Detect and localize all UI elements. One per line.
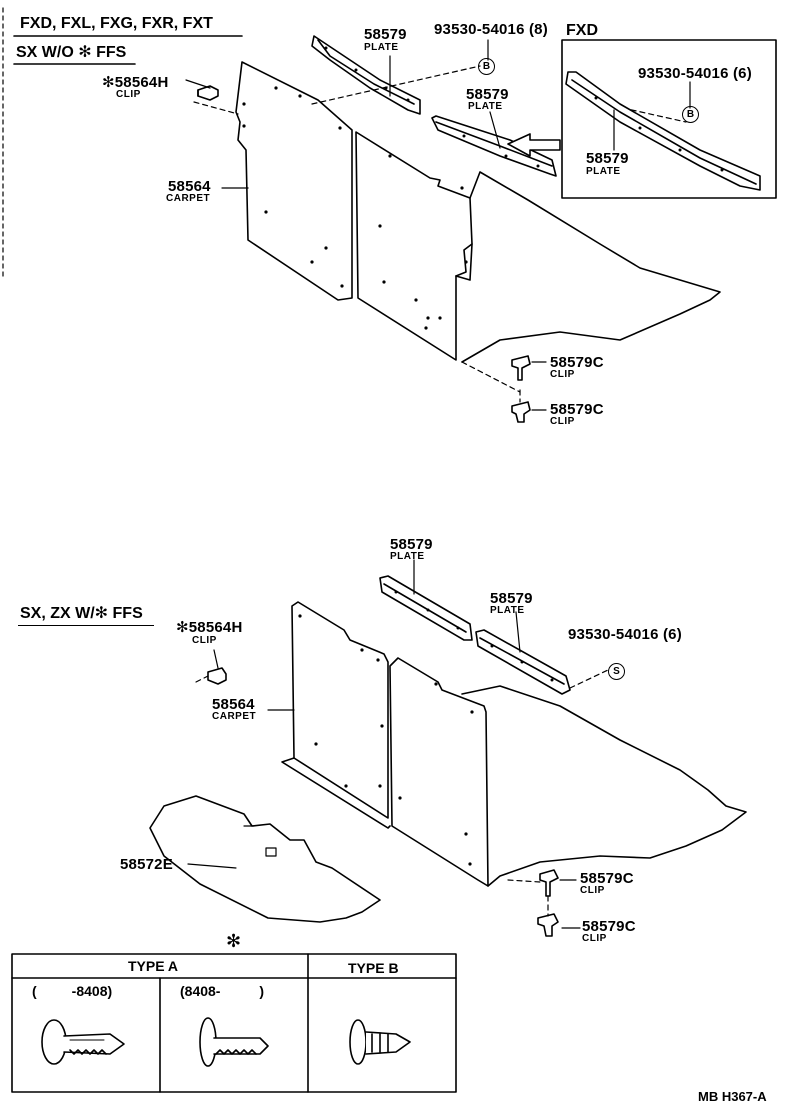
top-carpet-left-panel: [235, 61, 353, 301]
top-clip-c-parts: [511, 355, 531, 423]
top-clip-c1-number: 58579C: [550, 354, 604, 371]
top-carpet-number: 58564: [168, 178, 211, 195]
legend-mark: ✻: [226, 931, 242, 951]
drawing-code: MB H367-A: [698, 1089, 767, 1104]
top-plate-a-name: PLATE: [364, 42, 399, 53]
bottom-plate-a: [379, 575, 473, 641]
inset-screw-symbol: B: [682, 106, 699, 123]
fxd-inset-title: FXD: [566, 22, 598, 39]
bottom-carpet-number: 58564: [212, 696, 255, 713]
legend-range-1: ( -8408): [32, 983, 113, 999]
top-plate-a-number: 58579: [364, 26, 407, 43]
top-clip-h-name: CLIP: [116, 89, 141, 100]
bottom-carpet-right-panel: [389, 657, 489, 887]
bottom-variant-header: SX, ZX W/✻ FFS: [20, 605, 143, 622]
bottom-clip-c1-name: CLIP: [580, 885, 605, 896]
top-clip-c1-name: CLIP: [550, 369, 575, 380]
top-clip-h-part: [197, 85, 219, 101]
bottom-mat-number: 58572E: [120, 856, 173, 873]
bottom-clip-h-part: [207, 667, 227, 685]
arrow-to-inset: [507, 133, 561, 157]
bottom-clip-c2-name: CLIP: [582, 933, 607, 944]
top-screw-symbol: B: [478, 58, 495, 75]
legend-type-b: TYPE B: [348, 960, 399, 976]
clip-type-a-old-drawing: [41, 1019, 125, 1065]
top-carpet-assembly: [235, 61, 721, 363]
inset-plate-name: PLATE: [586, 166, 621, 177]
top-variant-header: SX W/O ✻ FFS: [16, 44, 127, 61]
top-clip-h-number: ✻58564H: [102, 74, 169, 91]
top-clip-c2-name: CLIP: [550, 416, 575, 427]
bottom-plate-b-number: 58579: [490, 590, 533, 607]
inset-plate-part: [565, 71, 761, 191]
bottom-clip-c1-number: 58579C: [580, 870, 634, 887]
bottom-carpet-left-panel: [291, 601, 389, 819]
top-plate-b-number: 58579: [466, 86, 509, 103]
fxd-inset-box: [561, 39, 777, 199]
top-clip-c2-number: 58579C: [550, 401, 604, 418]
bottom-plate-b: [475, 629, 571, 695]
top-screw-number: 93530-54016 (8): [434, 21, 548, 38]
top-models-header: FXD, FXL, FXG, FXR, FXT: [20, 15, 213, 32]
bottom-mat-part: [149, 795, 381, 923]
top-carpet-name: CARPET: [166, 193, 211, 204]
bottom-carpet-assembly: [281, 601, 747, 887]
bottom-clip-c-parts: [537, 869, 559, 937]
bottom-plate-a-number: 58579: [390, 536, 433, 553]
bottom-plate-a-name: PLATE: [390, 551, 425, 562]
inset-plate-number: 58579: [586, 150, 629, 167]
top-carpet-right-panel: [355, 131, 473, 361]
bottom-plate-b-name: PLATE: [490, 605, 525, 616]
clip-type-legend: [11, 953, 457, 1093]
bottom-clip-h-number: ✻58564H: [176, 619, 243, 636]
clip-type-a-new-drawing: [199, 1017, 269, 1067]
top-carpet-floor: [455, 171, 721, 363]
top-plate-b-name: PLATE: [468, 101, 503, 112]
clip-type-b-drawing: [349, 1019, 411, 1065]
bottom-clip-c2-number: 58579C: [582, 918, 636, 935]
legend-range-2: (8408- ): [180, 983, 265, 999]
inset-screw-number: 93530-54016 (6): [638, 65, 752, 82]
bottom-variant-underline: [18, 625, 154, 626]
bottom-screw-symbol: S: [608, 663, 625, 680]
bottom-carpet-floor: [281, 685, 747, 887]
bottom-clip-h-name: CLIP: [192, 635, 217, 646]
bottom-screw-number: 93530-54016 (6): [568, 626, 682, 643]
bottom-carpet-name: CARPET: [212, 711, 257, 722]
legend-type-a: TYPE A: [128, 958, 179, 974]
